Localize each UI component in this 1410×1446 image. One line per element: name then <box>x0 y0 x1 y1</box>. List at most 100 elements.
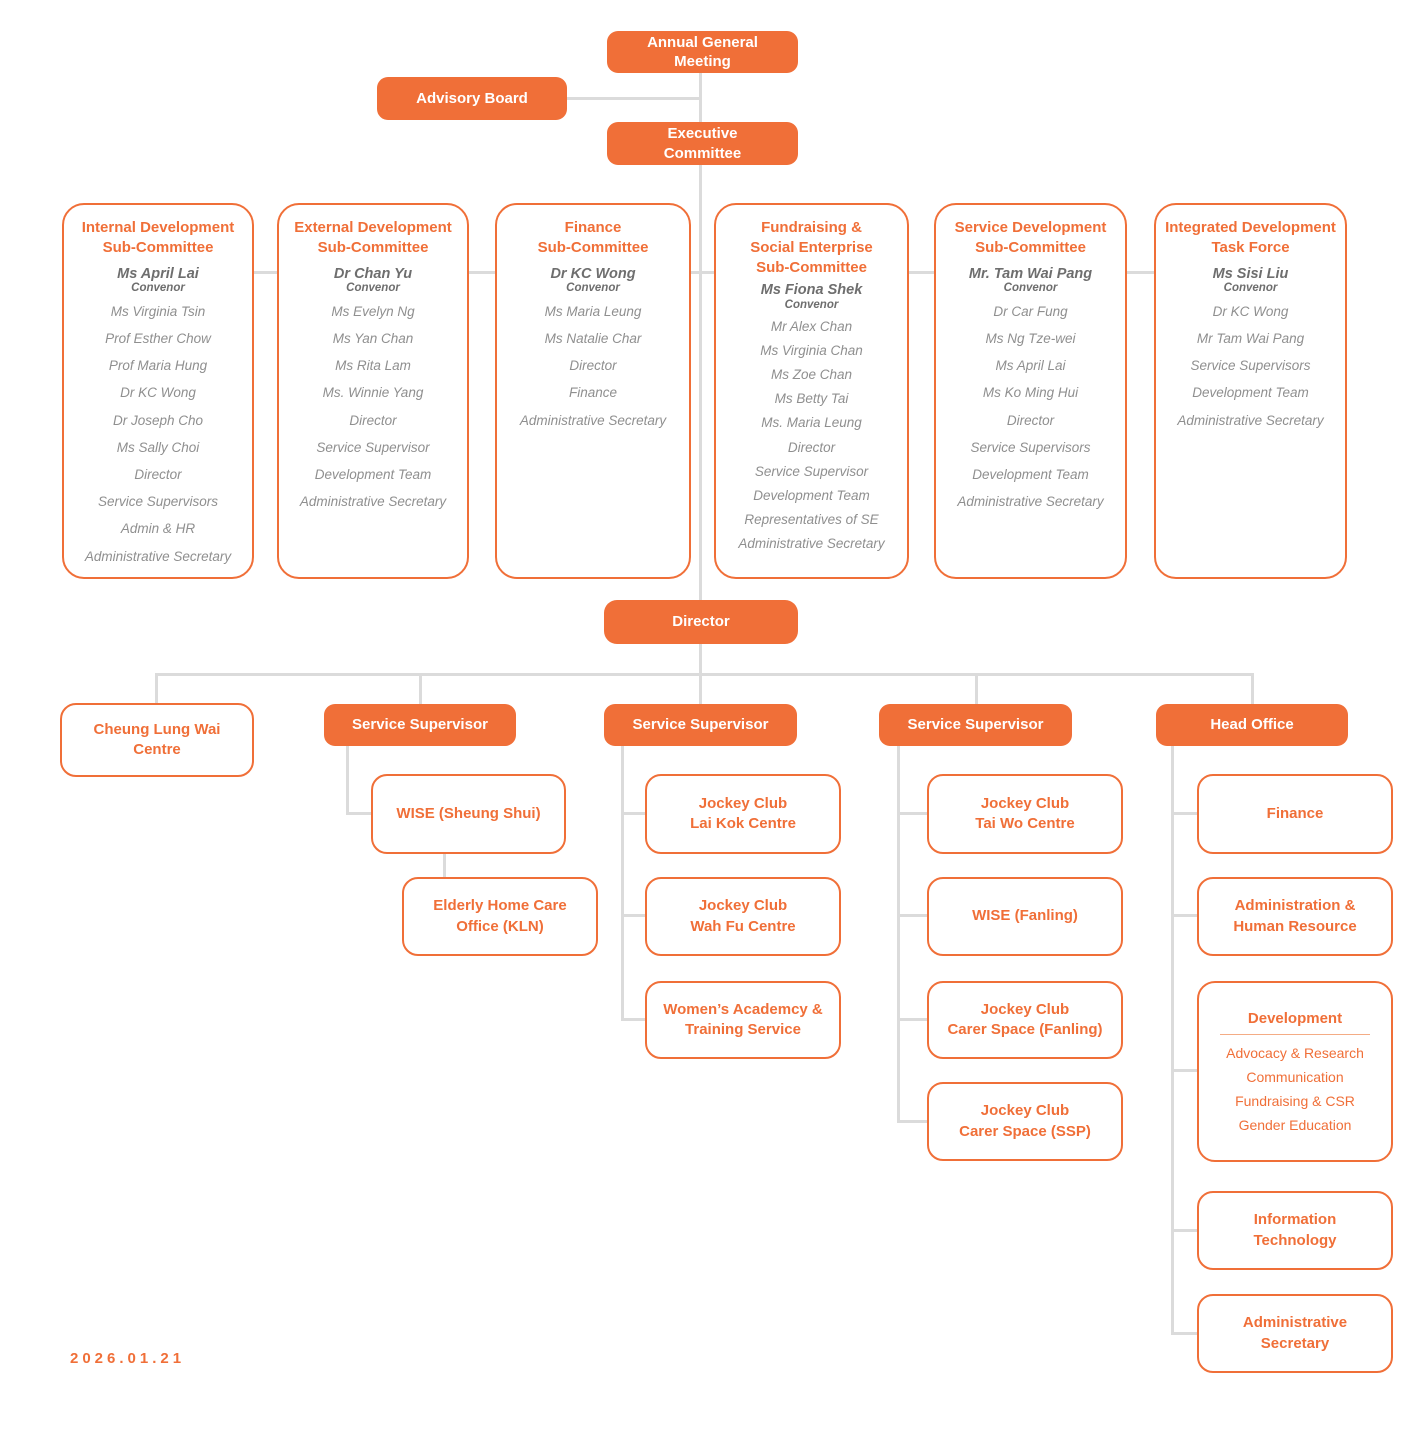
convenor-label: Convenor <box>131 282 185 295</box>
service-supervisor-label: Service Supervisor <box>632 716 769 734</box>
member: Ms Betty Tai <box>774 391 849 407</box>
member: Dr KC Wong <box>1212 303 1289 319</box>
service-supervisor-1-box: Service Supervisor <box>324 704 516 746</box>
connector-line <box>1171 812 1198 815</box>
member: Ms Ng Tze-wei <box>985 331 1076 347</box>
head-office-label: Head Office <box>1210 716 1294 734</box>
connector-line <box>621 914 646 917</box>
connector-line <box>621 812 646 815</box>
unit-information-technology: Information Technology <box>1197 1191 1393 1270</box>
unit-label: Finance <box>1266 804 1324 822</box>
committee-title: Fundraising & Social Enterprise Sub-Comm… <box>750 219 873 276</box>
service-supervisor-2-box: Service Supervisor <box>604 704 797 746</box>
convenor-name: Ms Sisi Liu <box>1212 265 1289 282</box>
connector-line <box>1171 1332 1198 1335</box>
member: Service Supervisor <box>754 463 869 479</box>
unit-label: Jockey Club Carer Space (SSP) <box>959 1102 1091 1140</box>
convenor-label: Convenor <box>1003 282 1058 295</box>
member: Prof Esther Chow <box>105 331 211 347</box>
member: Service Supervisors <box>970 439 1091 455</box>
connector-line <box>155 673 158 705</box>
convenor-label: Convenor <box>784 299 839 312</box>
chart-date: 2026.01.21 <box>70 1350 186 1367</box>
member: Ms Virginia Chan <box>760 342 863 358</box>
convenor-name: Ms April Lai <box>117 265 199 282</box>
convenor-name: Dr KC Wong <box>550 265 636 282</box>
member: Dr Car Fung <box>993 303 1068 319</box>
committee-external-development: External Development Sub-Committee Dr Ch… <box>277 203 469 579</box>
member: Prof Maria Hung <box>108 358 208 374</box>
member: Administrative Secretary <box>84 548 232 564</box>
convenor-label: Convenor <box>566 282 620 295</box>
member: Development Team <box>314 467 432 483</box>
member: Administrative Secretary <box>738 536 885 552</box>
connector-line <box>897 914 928 917</box>
member: Ms Evelyn Ng <box>331 303 415 319</box>
connector-line <box>346 812 372 815</box>
member: Ms Ko Ming Hui <box>982 385 1079 401</box>
connector-line <box>157 271 1251 274</box>
unit-elderly-home-care-office-kln: Elderly Home Care Office (KLN) <box>402 877 598 956</box>
committee-title: Internal Development Sub-Committee <box>81 219 235 256</box>
unit-wise-fanling: WISE (Fanling) <box>927 877 1123 956</box>
service-supervisor-3-box: Service Supervisor <box>879 704 1072 746</box>
committee-service-development: Service Development Sub-Committee Mr. Ta… <box>934 203 1127 579</box>
service-supervisor-label: Service Supervisor <box>352 716 488 734</box>
member: Director <box>1006 412 1055 428</box>
unit-label: WISE (Fanling) <box>972 907 1078 925</box>
unit-administration-human-resource: Administration & Human Resource <box>1197 877 1393 956</box>
convenor-name: Dr Chan Yu <box>333 265 413 282</box>
member: Ms. Winnie Yang <box>322 385 424 401</box>
member: Ms Rita Lam <box>335 358 411 374</box>
connector-line <box>897 1120 928 1123</box>
member: Director <box>569 358 617 374</box>
connector-line <box>699 673 702 705</box>
connector-line <box>975 673 978 705</box>
committee-title: External Development Sub-Committee <box>294 219 452 256</box>
committee-title: Integrated Development Task Force <box>1165 219 1336 256</box>
connector-line <box>1171 1069 1198 1072</box>
member: Administrative Secretary <box>957 494 1104 510</box>
unit-jockey-club-lai-kok-centre: Jockey Club Lai Kok Centre <box>645 774 841 854</box>
connector-line <box>621 746 624 1021</box>
executive-committee-label: Executive Committee <box>663 125 742 162</box>
connector-line <box>419 673 422 705</box>
unit-label: Jockey Club Lai Kok Centre <box>690 794 796 832</box>
unit-jockey-club-wah-fu-centre: Jockey Club Wah Fu Centre <box>645 877 841 956</box>
unit-wise-sheung-shui: WISE (Sheung Shui) <box>371 774 566 854</box>
service-supervisor-label: Service Supervisor <box>907 716 1044 734</box>
connector-line <box>443 854 446 878</box>
member: Development Team <box>753 488 870 504</box>
member: Dr Joseph Cho <box>112 412 204 428</box>
member: Administrative Secretary <box>519 412 667 428</box>
development-title: Development <box>1247 1010 1343 1027</box>
unit-label: Elderly Home Care Office (KLN) <box>433 897 567 935</box>
unit-label: Administrative Secretary <box>1242 1314 1348 1352</box>
member: Ms Yan Chan <box>332 331 414 347</box>
unit-label: Women’s Academcy & Training Service <box>663 1000 823 1038</box>
head-office-box: Head Office <box>1156 704 1348 746</box>
committee-internal-development: Internal Development Sub-Committee Ms Ap… <box>62 203 254 579</box>
convenor-label: Convenor <box>346 282 400 295</box>
convenor-name: Mr. Tam Wai Pang <box>968 265 1093 282</box>
member: Ms. Maria Leung <box>761 415 862 431</box>
member: Administrative Secretary <box>1177 412 1324 428</box>
member: Ms Natalie Char <box>544 331 642 347</box>
convenor-name: Ms Fiona Shek <box>760 282 863 299</box>
unit-label: Jockey Club Carer Space (Fanling) <box>947 1000 1103 1038</box>
member: Ms Virginia Tsin <box>110 303 206 319</box>
committee-title: Finance Sub-Committee <box>537 219 649 256</box>
member: Director <box>349 412 397 428</box>
member: Ms April Lai <box>995 358 1066 374</box>
director-label: Director <box>672 613 730 631</box>
member: Ms Zoe Chan <box>770 367 853 383</box>
connector-line <box>1171 914 1198 917</box>
unit-label: WISE (Sheung Shui) <box>396 804 541 822</box>
connector-line <box>621 1018 646 1021</box>
committee-integrated-development-task-force: Integrated Development Task Force Ms Sis… <box>1154 203 1347 579</box>
annual-general-meeting-label: Annual General Meeting <box>647 33 758 71</box>
unit-jockey-club-carer-space-fanling: Jockey Club Carer Space (Fanling) <box>927 981 1123 1059</box>
committee-fundraising-social-enterprise: Fundraising & Social Enterprise Sub-Comm… <box>714 203 909 579</box>
annual-general-meeting-box: Annual General Meeting <box>607 31 798 73</box>
